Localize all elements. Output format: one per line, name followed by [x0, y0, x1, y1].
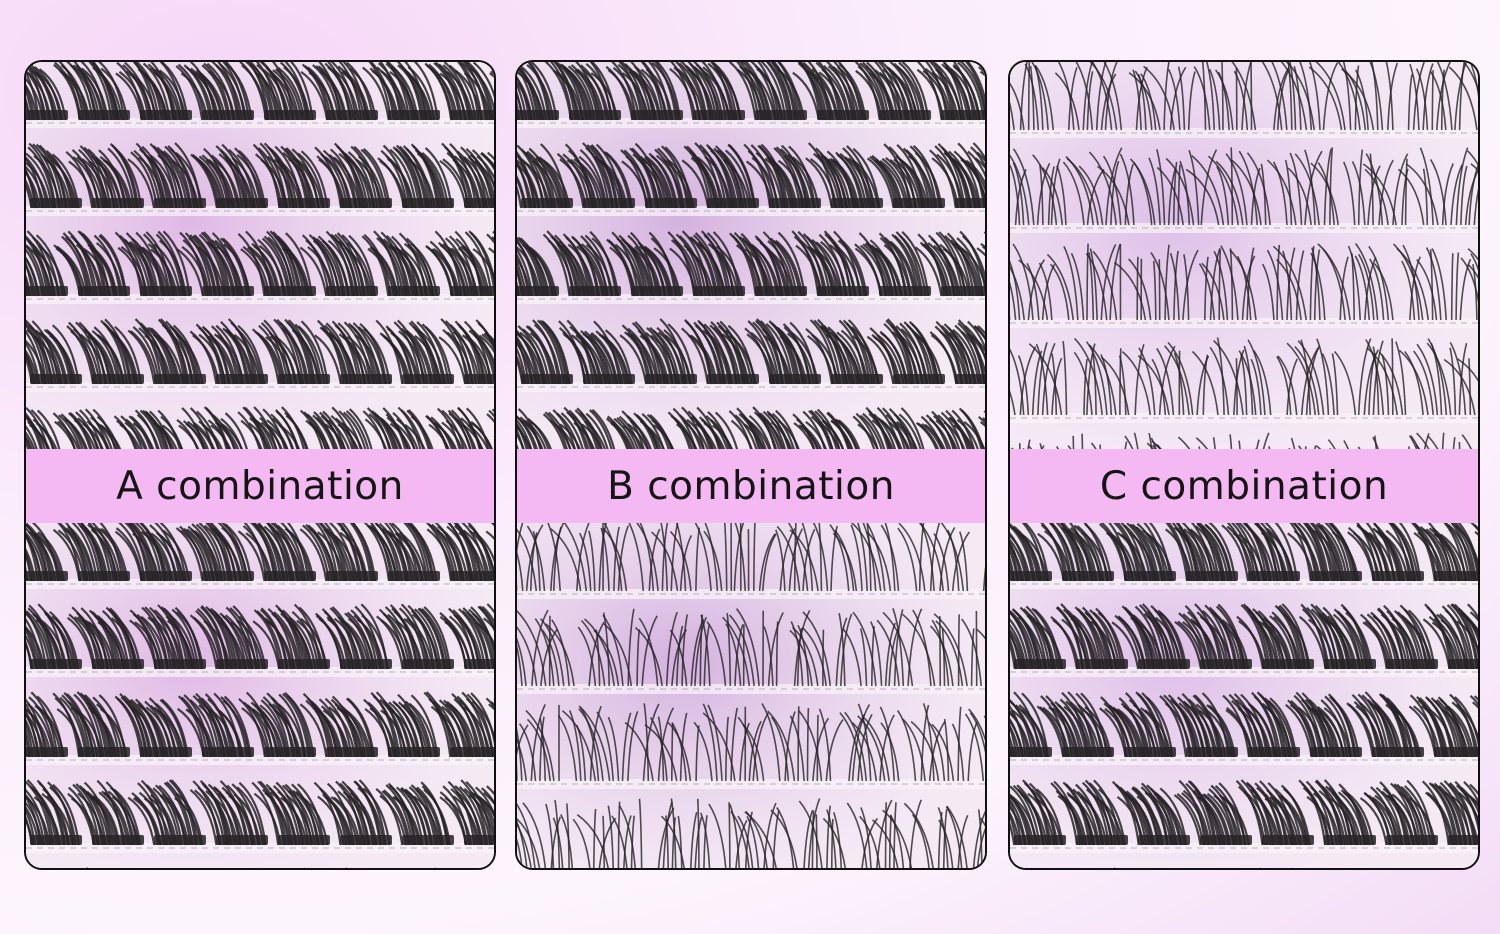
panel-c-label: C combination — [1099, 463, 1389, 509]
label-band-c: C combination — [1010, 449, 1478, 523]
lash-photo-c-top — [1010, 62, 1478, 449]
label-band-a: A combination — [26, 449, 494, 523]
lash-image-c-top — [1010, 62, 1478, 449]
lash-image-b-top — [517, 62, 985, 449]
panel-a: A combination — [24, 60, 496, 870]
lash-image-b-bottom — [517, 523, 985, 868]
lash-photo-c-bottom — [1010, 523, 1478, 868]
lash-photo-a-top — [26, 62, 494, 449]
lash-photo-b-top — [517, 62, 985, 449]
lash-image-c-bottom — [1010, 523, 1478, 868]
panel-b: B combination — [515, 60, 987, 870]
label-band-b: B combination — [517, 449, 985, 523]
lash-photo-a-bottom — [26, 523, 494, 868]
lash-photo-b-bottom — [517, 523, 985, 868]
lash-image-a-top — [26, 62, 494, 449]
lash-image-a-bottom — [26, 523, 494, 868]
panel-a-label: A combination — [116, 463, 404, 509]
panel-c: C combination — [1008, 60, 1480, 870]
panel-b-label: B combination — [607, 463, 895, 509]
